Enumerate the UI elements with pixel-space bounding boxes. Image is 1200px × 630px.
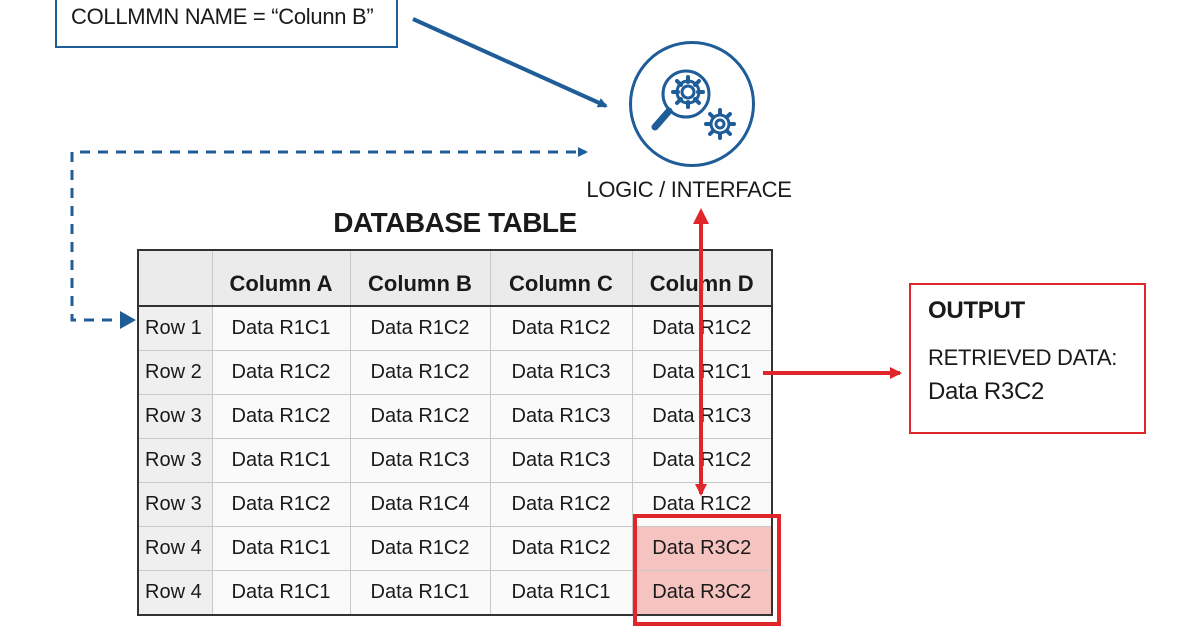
table-cell: Data R1C2	[631, 305, 773, 351]
table-cell: Data R1C2	[349, 305, 491, 351]
result-to-logic-arrowhead	[693, 208, 709, 224]
row-label: Row 2	[137, 350, 213, 395]
query-box: COLLMMN NAME = “Colunn B”	[55, 0, 398, 48]
row-label: Row 4	[137, 526, 213, 571]
table-cell: Data R1C2	[631, 438, 773, 483]
row-label: Row 3	[137, 482, 213, 527]
column-header-a: Column A	[211, 249, 351, 307]
column-header-corner	[137, 249, 213, 307]
table-header-row: Column A Column B Column C Column D	[137, 249, 773, 307]
table-cell: Data R1C1	[211, 570, 351, 616]
table-cell: Data R1C3	[489, 394, 633, 439]
highlighted-cell: Data R3C2	[631, 526, 773, 571]
table-cell: Data R1C2	[489, 482, 633, 527]
table-cell: Data R1C1	[211, 305, 351, 351]
row-label: Row 4	[137, 570, 213, 616]
table-cell: Data R1C1	[349, 570, 491, 616]
table-cell: Data R1C1	[489, 570, 633, 616]
dashed-arrowhead-to-table	[120, 311, 136, 329]
column-header-d: Column D	[631, 249, 773, 307]
column-header-b: Column B	[349, 249, 491, 307]
row-label: Row 3	[137, 438, 213, 483]
table-row: Row 3 Data R1C1 Data R1C3 Data R1C3 Data…	[137, 438, 773, 483]
table-cell: Data R1C3	[489, 438, 633, 483]
table-cell: Data R1C2	[349, 526, 491, 571]
query-text: COLLMMN NAME = “Colunn B”	[71, 4, 374, 29]
table-row: Row 4 Data R1C1 Data R1C2 Data R1C2 Data…	[137, 526, 773, 571]
retrieved-data-value: Data R3C2	[928, 378, 1045, 405]
retrieved-data-label: RETRIEVED DATA:	[928, 345, 1118, 370]
table-cell: Data R1C3	[489, 350, 633, 395]
table-row: Row 4 Data R1C1 Data R1C1 Data R1C1 Data…	[137, 570, 773, 616]
table-cell: Data R1C2	[489, 305, 633, 351]
table-title: DATABASE TABLE	[333, 207, 577, 238]
output-box: OUTPUT RETRIEVED DATA: Data R3C2	[909, 283, 1146, 434]
table-cell: Data R1C2	[489, 526, 633, 571]
table-row: Row 1 Data R1C1 Data R1C2 Data R1C2 Data…	[137, 305, 773, 351]
table-cell: Data R1C2	[211, 350, 351, 395]
table-cell: Data R1C3	[631, 394, 773, 439]
highlighted-cell: Data R3C2	[631, 570, 773, 616]
table-cell: Data R1C3	[349, 438, 491, 483]
table-row: Row 3 Data R1C2 Data R1C2 Data R1C3 Data…	[137, 394, 773, 439]
logic-interface-label: LOGIC / INTERFACE	[586, 177, 792, 202]
table-cell: Data R1C4	[349, 482, 491, 527]
result-highlight-frame	[633, 514, 781, 626]
table-row: Row 3 Data R1C2 Data R1C4 Data R1C2 Data…	[137, 482, 773, 527]
table-row: Row 2 Data R1C2 Data R1C2 Data R1C3 Data…	[137, 350, 773, 395]
row-label: Row 3	[137, 394, 213, 439]
table-cell: Data R1C2	[211, 482, 351, 527]
query-to-logic-arrow	[412, 17, 608, 108]
magnifier-gears-icon	[629, 41, 755, 167]
column-header-c: Column C	[489, 249, 633, 307]
table-cell: Data R1C2	[349, 350, 491, 395]
table-cell: Data R1C1	[211, 438, 351, 483]
table-cell: Data R1C1	[211, 526, 351, 571]
table-cell: Data R1C2	[211, 394, 351, 439]
table-cell: Data R1C2	[349, 394, 491, 439]
output-title: OUTPUT	[928, 297, 1025, 324]
row-label: Row 1	[137, 305, 213, 351]
table-cell: Data R1C1	[631, 350, 773, 395]
